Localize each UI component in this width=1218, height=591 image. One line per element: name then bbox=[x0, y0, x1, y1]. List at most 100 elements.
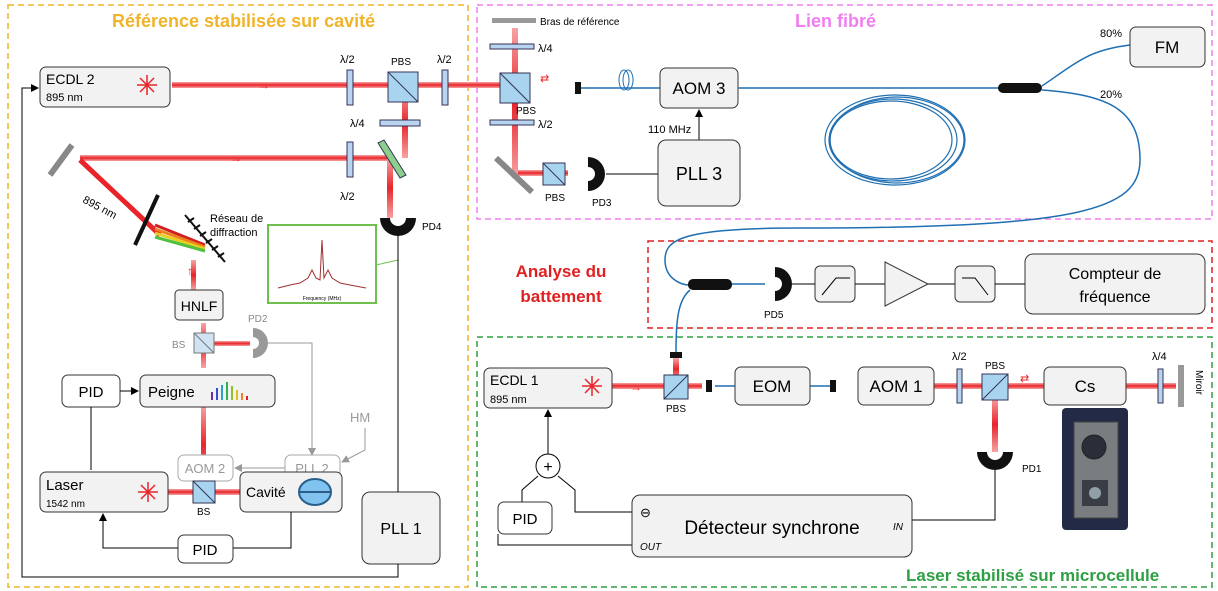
reference-section-frame bbox=[7, 4, 469, 588]
mirror bbox=[1178, 365, 1184, 407]
pd2-label: PD2 bbox=[248, 314, 268, 325]
half-wave-plate bbox=[346, 69, 354, 106]
pbs-label: PBS bbox=[516, 106, 536, 117]
fiber-coupler-icon bbox=[998, 83, 1042, 93]
pd4-label: PD4 bbox=[422, 222, 442, 233]
aom2-label: AOM 2 bbox=[185, 461, 225, 476]
photodiode-icon bbox=[588, 157, 605, 191]
cs-box bbox=[1043, 366, 1127, 406]
photodiode-icon bbox=[253, 328, 268, 358]
pbs-diagonal bbox=[192, 480, 216, 504]
laser1542-name: Laser bbox=[46, 477, 84, 494]
laser1542-box bbox=[39, 471, 169, 513]
laser-section-title: Laser stabilisé sur microcellule bbox=[906, 566, 1159, 585]
bs-label: BS bbox=[172, 340, 186, 351]
counter-label-2: fréquence bbox=[1079, 289, 1150, 306]
high-pass-filter-icon bbox=[814, 265, 856, 303]
fiber bbox=[675, 289, 691, 353]
beam bbox=[612, 383, 702, 389]
beam-direction-arrow: → bbox=[630, 380, 642, 394]
bs-diagonal bbox=[193, 332, 215, 354]
pid-comb-label: PID bbox=[78, 384, 103, 401]
laser-star-icon bbox=[137, 75, 157, 95]
half-wave-label: λ/2 bbox=[538, 119, 553, 131]
pll3-label: PLL 3 bbox=[676, 164, 722, 184]
laser-star-icon bbox=[138, 482, 158, 502]
fiber-loop-icon bbox=[618, 69, 634, 91]
mirror-label: Miroir bbox=[1193, 370, 1204, 396]
split-20-label: 20% bbox=[1100, 89, 1122, 101]
beam bbox=[210, 341, 250, 346]
cs-label: Cs bbox=[1075, 377, 1096, 396]
pd1-label: PD1 bbox=[1022, 464, 1042, 475]
pid-lock-label: PID bbox=[512, 511, 537, 528]
beam bbox=[1126, 383, 1176, 389]
pbs-label: PBS bbox=[545, 193, 565, 204]
inset-leader bbox=[375, 259, 399, 266]
sync-detector-label: Détecteur synchrone bbox=[684, 518, 859, 539]
sync-out: OUT bbox=[640, 542, 662, 553]
beam-splitter-plate bbox=[377, 139, 407, 179]
pbs-diagonal bbox=[387, 71, 419, 103]
quarter-wave-plate bbox=[1157, 368, 1164, 404]
quarter-wave-label: λ/4 bbox=[1152, 351, 1167, 363]
cesium-cell-photo bbox=[1062, 408, 1128, 530]
beam bbox=[201, 405, 206, 485]
laser-star-icon bbox=[582, 376, 602, 396]
split-80-label: 80% bbox=[1100, 28, 1122, 40]
pd2-signal-line bbox=[265, 342, 316, 456]
half-wave-label: λ/2 bbox=[340, 54, 355, 66]
pid-bottom-label: PID bbox=[192, 542, 217, 559]
fiber-coupler-icon bbox=[688, 279, 732, 290]
quarter-wave-label: λ/4 bbox=[538, 43, 553, 55]
mirror bbox=[47, 143, 75, 177]
pid-to-laser-arrow bbox=[99, 513, 178, 549]
pid-bottom-box bbox=[177, 534, 234, 564]
half-wave-plate bbox=[956, 368, 963, 404]
inset-xlabel: Frequency (MHz) bbox=[303, 296, 342, 302]
aom1-box bbox=[857, 366, 935, 406]
photodiode-icon bbox=[775, 267, 792, 301]
beam bbox=[673, 358, 679, 380]
ecdl1-wavelength: 895 nm bbox=[490, 394, 527, 406]
mirror bbox=[493, 155, 535, 195]
high-pass-shape bbox=[821, 277, 850, 296]
pll3-box bbox=[657, 139, 741, 207]
beat-section-frame bbox=[647, 240, 1213, 329]
diffraction-rainbow bbox=[154, 223, 206, 253]
beam bbox=[992, 397, 998, 452]
fiber bbox=[1041, 44, 1131, 87]
sync-to-sum-wire bbox=[557, 475, 632, 513]
quarter-wave-plate bbox=[379, 119, 421, 127]
bs-label: BS bbox=[197, 507, 211, 518]
pid-to-sum-wire bbox=[521, 475, 539, 502]
grating-label-1: Réseau de bbox=[210, 213, 263, 225]
pll1-to-ecdl2-wire bbox=[21, 84, 399, 578]
sync-detector-box bbox=[631, 494, 913, 558]
pd3-label: PD3 bbox=[592, 198, 612, 209]
quarter-wave-label: λ/4 bbox=[350, 118, 365, 130]
eom-label: EOM bbox=[753, 377, 792, 396]
pll1-label: PLL 1 bbox=[380, 521, 421, 538]
fiber-section-title: Lien fibré bbox=[795, 11, 876, 31]
beat-section-title-2: battement bbox=[520, 287, 602, 306]
half-wave-label: λ/2 bbox=[437, 54, 452, 66]
beam-direction-arrow: → bbox=[258, 78, 270, 92]
eom-box bbox=[734, 366, 811, 406]
ecdl2-wavelength: 895 nm bbox=[46, 92, 83, 104]
photodiode-icon bbox=[380, 218, 416, 236]
fiber bbox=[664, 89, 1141, 286]
grating-mount bbox=[133, 194, 160, 246]
amplifier-icon bbox=[884, 261, 930, 307]
half-wave-plate bbox=[346, 141, 354, 178]
half-wave-plate bbox=[489, 119, 535, 126]
fiber-connector bbox=[670, 352, 682, 358]
fiber-spool bbox=[824, 94, 966, 186]
reference-arm-label: Bras de référence bbox=[540, 17, 620, 28]
pll1-box bbox=[361, 491, 441, 565]
cavity-label: Cavité bbox=[246, 484, 286, 500]
half-wave-label: λ/2 bbox=[952, 351, 967, 363]
beam-direction-arrow: → bbox=[230, 151, 242, 165]
laser1542-wavelength: 1542 nm bbox=[46, 499, 85, 510]
beam bbox=[172, 82, 502, 88]
